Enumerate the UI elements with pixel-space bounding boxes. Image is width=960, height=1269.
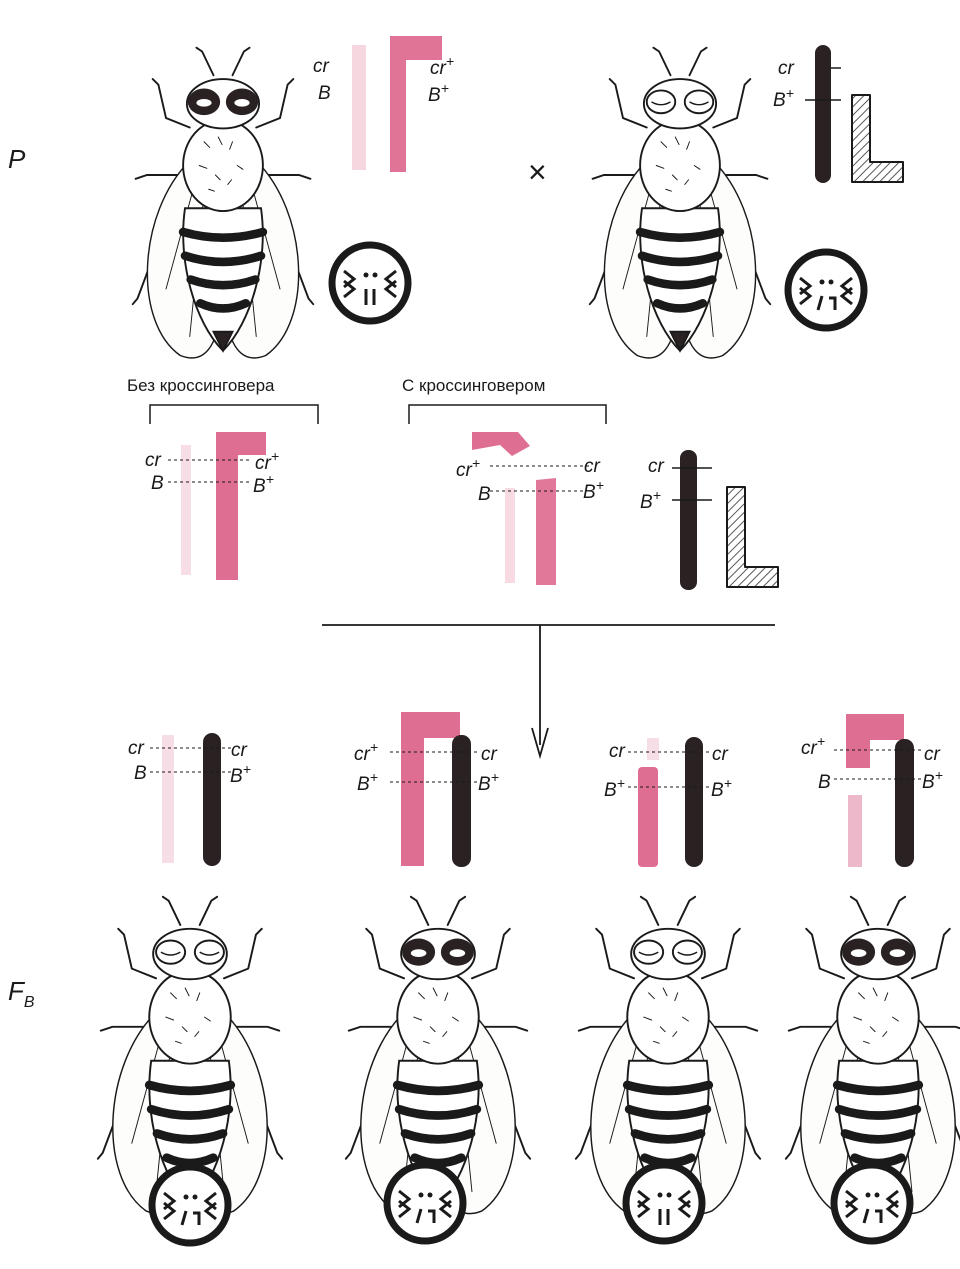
cross-symbol: ×: [528, 154, 547, 190]
gene-cr-plus: cr+: [456, 455, 480, 481]
parent-male-chromosomes: cr B+: [773, 45, 903, 183]
karyotype-male: [788, 252, 864, 328]
gene-b-plus: B+: [604, 775, 625, 801]
gene-b: B: [478, 484, 491, 505]
gene-b: B: [151, 473, 164, 494]
gene-cr: cr: [313, 56, 330, 77]
gene-b-plus: B+: [773, 85, 794, 111]
gene-cr: cr: [481, 744, 498, 765]
gene-cr: cr: [924, 744, 941, 765]
offspring-2-karyotype: [387, 1165, 463, 1241]
gene-cr: cr: [231, 740, 248, 761]
gamete-label-with-crossover: С кроссинговером: [402, 376, 545, 395]
gene-b-plus: B+: [357, 769, 378, 795]
generation-label-fb: FB: [8, 976, 35, 1011]
bracket-no-crossover: [150, 405, 318, 424]
gene-b-plus: B+: [478, 769, 499, 795]
gene-b-plus: B+: [583, 477, 604, 503]
gene-cr: cr: [584, 456, 601, 477]
gene-cr: cr: [648, 456, 665, 477]
offspring-1-chromosomes: cr B cr B+: [128, 733, 251, 866]
parent-female-fly: [133, 48, 314, 358]
gene-b-plus: B+: [640, 487, 661, 513]
offspring-3-chromosomes: cr B+ cr B+: [604, 737, 732, 867]
offspring-4-chromosomes: cr+ B cr B+: [801, 714, 943, 867]
gene-b: B: [318, 83, 331, 104]
gene-cr-plus: cr+: [354, 739, 378, 765]
karyotype-female: [332, 245, 408, 321]
gamete-no-crossover: cr B cr+ B+: [145, 432, 279, 580]
offspring-2-chromosomes: cr+ B+ cr B+: [354, 712, 499, 867]
generation-label-p: P: [8, 144, 26, 174]
gene-cr: cr: [609, 741, 626, 762]
gene-b-plus: B+: [711, 775, 732, 801]
parent-male-fly: [590, 48, 771, 358]
gene-cr: cr: [145, 450, 162, 471]
y-chromosome: [852, 95, 903, 182]
gene-cr: cr: [712, 744, 729, 765]
offspring-3-karyotype: [626, 1165, 702, 1241]
gene-b-plus: B+: [253, 471, 274, 497]
gene-b-plus: B+: [230, 761, 251, 787]
gamete-label-no-crossover: Без кроссинговера: [127, 376, 275, 395]
gene-cr: cr: [778, 58, 795, 79]
offspring-1-karyotype: [152, 1167, 228, 1243]
generation-sub: B: [24, 994, 35, 1011]
gene-b-plus: B+: [922, 767, 943, 793]
gene-cr: cr: [128, 738, 145, 759]
bracket-with-crossover: [409, 405, 606, 424]
gamete-with-crossover: cr+ B cr B+: [456, 432, 604, 585]
chromosome-paternal: [815, 45, 831, 183]
gene-b: B: [134, 763, 147, 784]
offspring-4-karyotype: [834, 1165, 910, 1241]
gene-b: B: [818, 772, 831, 793]
gene-cr-plus: cr+: [801, 733, 825, 759]
parent-female-chromosomes: cr B cr+ B+: [313, 36, 454, 172]
chromosome-faint: [352, 45, 366, 170]
gene-b-plus: B+: [428, 80, 449, 106]
gamete-male: cr B+: [640, 450, 778, 590]
